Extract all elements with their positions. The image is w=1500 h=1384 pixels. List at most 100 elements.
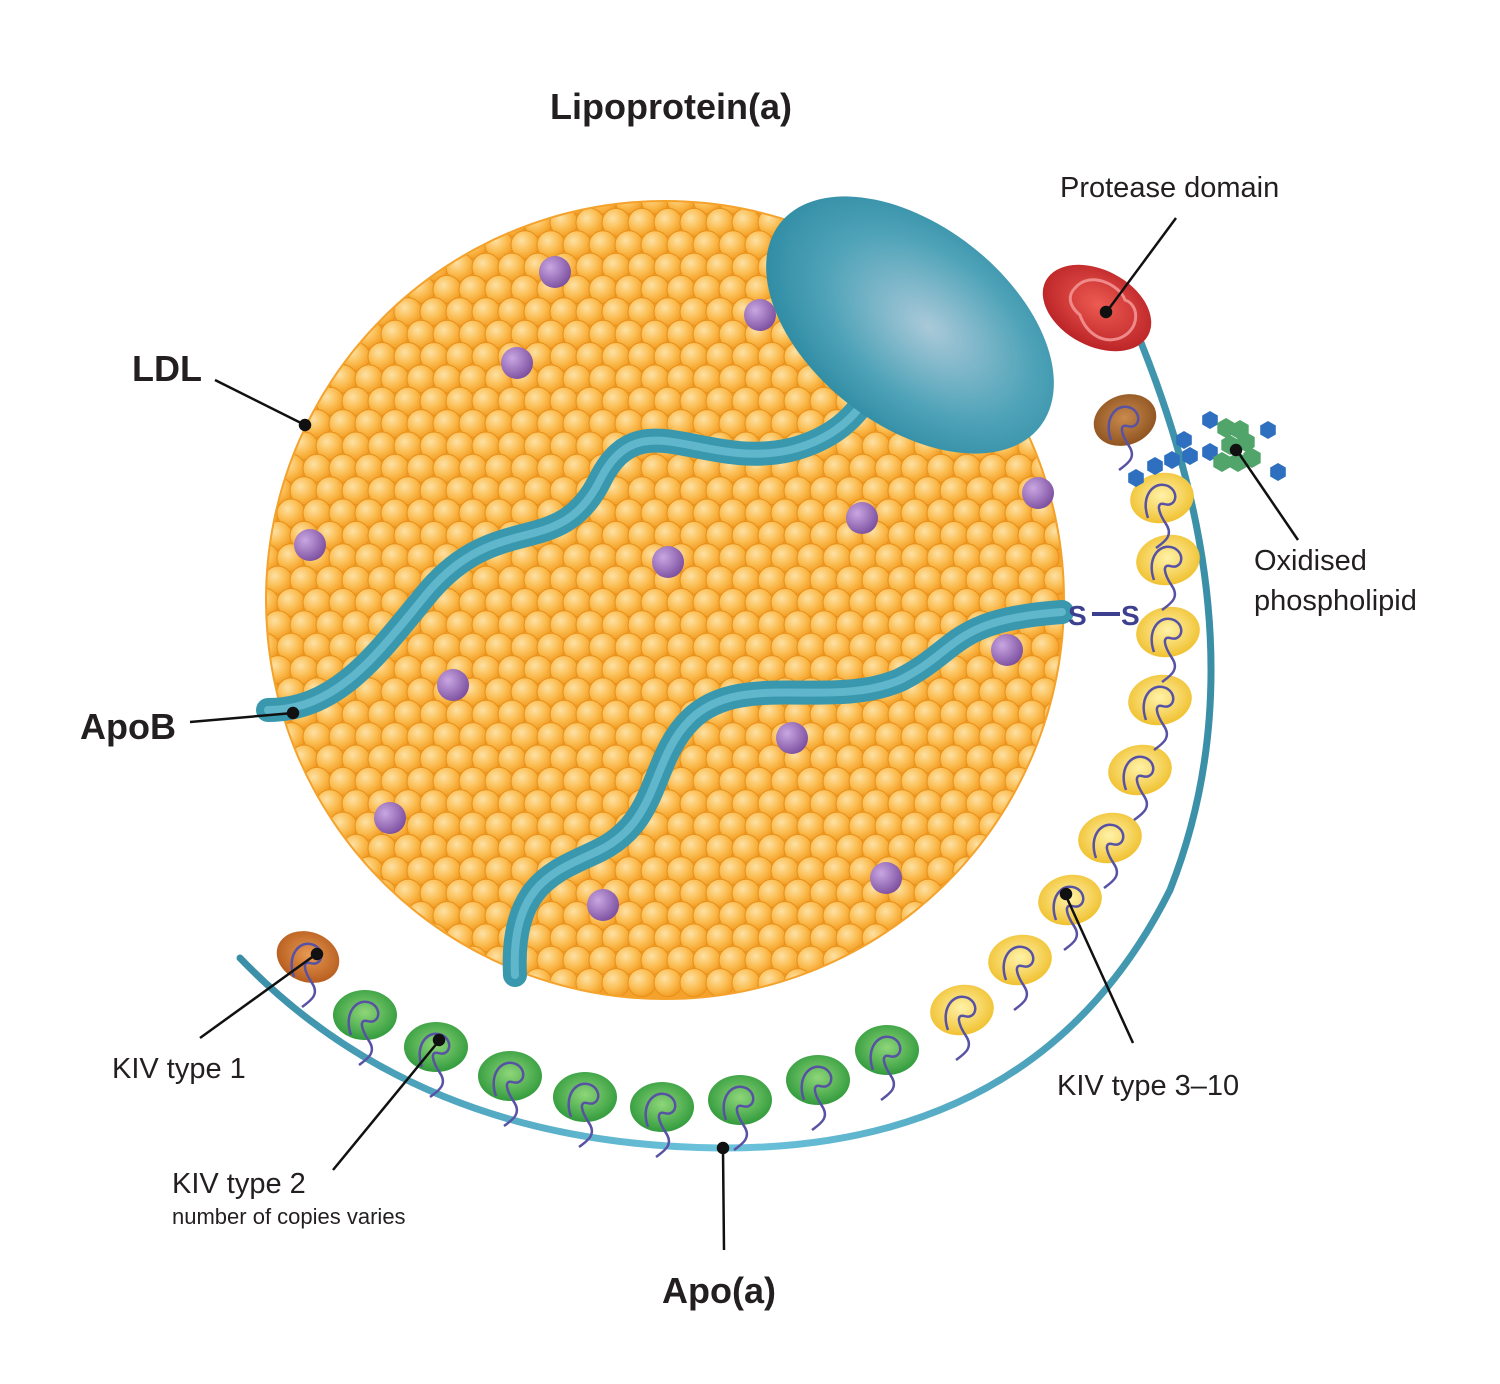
lipid-bead: [692, 202, 722, 215]
kringle-kiv2: [478, 1051, 542, 1128]
kringle-kiv3-10: [1128, 674, 1192, 752]
kringle-kiv2-linker: [869, 1035, 902, 1102]
cholesterol-dot: [870, 862, 902, 894]
kringle-kiv3-10-linker: [1092, 823, 1125, 890]
phospholipid-hexagon: [1202, 411, 1218, 429]
apob-chain-upper-highlight: [264, 326, 894, 714]
kringle-kiv2-linker: [492, 1061, 525, 1128]
lipid-bead: [679, 968, 709, 998]
kringle-kv: [1093, 394, 1157, 472]
phospholipid-hexagon: [1270, 463, 1286, 481]
apoa-ring: [236, 336, 1215, 1152]
kringle-kiv3-10: [930, 984, 994, 1062]
kringle-kiv3-10-linker: [1150, 617, 1183, 684]
diagram-title: Lipoprotein(a): [550, 86, 792, 127]
lipid-bead: [523, 968, 553, 998]
cholesterol-dot: [374, 802, 406, 834]
kringle-kiv3-10-linker: [1142, 685, 1175, 752]
lipid-bead: [939, 878, 969, 908]
cholesterol-dot: [294, 529, 326, 561]
disulfide-s-left: S: [1068, 600, 1087, 631]
label-oxidised-line1: Oxidised: [1254, 545, 1367, 577]
leader-ldl-dot: [298, 418, 312, 432]
cholesterol-dots: [294, 256, 1054, 921]
phospholipid-hexagon: [1231, 420, 1249, 440]
kringle-kv-body: [1093, 394, 1157, 446]
kringle-kiv2: [786, 1055, 850, 1132]
kringle-kiv2: [630, 1082, 694, 1159]
leader-apoa-dot: [716, 1141, 730, 1155]
lipid-bead: [1030, 632, 1060, 662]
leader-apoa: [721, 1149, 726, 1251]
leader-kiv1: [199, 953, 316, 1040]
kringle-kiv2: [404, 1022, 468, 1099]
phospholipid-hexagon: [1147, 457, 1163, 475]
leader-oxidised-dot: [1229, 443, 1243, 457]
kringle-kiv2: [333, 990, 397, 1067]
phospholipid-hexagon: [1213, 452, 1231, 472]
label-apob: ApoB: [80, 706, 176, 747]
label-protease-domain: Protease domain: [1060, 172, 1280, 204]
apob-head-domain: [766, 196, 1054, 454]
kringle-kiv3-10: [1130, 472, 1194, 550]
phospholipid-hexagon: [1260, 421, 1276, 439]
leader-oxidised: [1236, 451, 1300, 541]
kringle-kiv3-10-linker: [1150, 545, 1183, 612]
lipid-bead: [848, 945, 878, 975]
protease-domain-detail: [1068, 278, 1138, 342]
cholesterol-dot: [437, 669, 469, 701]
label-apoa: Apo(a): [662, 1270, 776, 1311]
kringle-kiv2-linker: [800, 1065, 833, 1132]
lipid-bead: [1030, 543, 1060, 573]
label-kiv-type-2: KIV type 2: [172, 1168, 306, 1200]
cholesterol-dot: [776, 722, 808, 754]
kringle-kiv3-10-linker: [1002, 945, 1035, 1012]
leader-apob: [189, 711, 294, 724]
cholesterol-dot: [1022, 477, 1054, 509]
lipid-bead: [666, 202, 696, 215]
label-oxidised-line2: phospholipid: [1254, 585, 1417, 617]
kringle-kiv2: [855, 1025, 919, 1102]
cholesterol-dot: [744, 299, 776, 331]
kringle-kiv3-10: [1038, 874, 1102, 952]
kringle-kiv2-linker: [722, 1085, 755, 1152]
cholesterol-dot: [652, 546, 684, 578]
leader-kiv2: [332, 1041, 439, 1171]
kringle-kiv1-body: [276, 931, 340, 983]
lipid-bead: [705, 968, 735, 998]
lipid-bead: [614, 202, 644, 215]
label-kiv-type-3-10: KIV type 3–10: [1057, 1070, 1240, 1102]
kringle-kiv3-10: [1108, 744, 1172, 822]
leader-ldl: [214, 378, 306, 427]
leader-kiv3-10: [1064, 895, 1135, 1044]
kringle-kiv3-10-linker: [944, 995, 977, 1062]
phospholipid-hexagon: [1128, 469, 1144, 487]
kringle-kiv3-10: [1136, 534, 1200, 612]
disulfide-s-right: S: [1121, 600, 1140, 631]
lipid-bead: [367, 878, 397, 908]
apob-protein: [256, 196, 1074, 987]
cholesterol-dot: [587, 889, 619, 921]
oxidised-phospholipid: [1128, 411, 1286, 487]
kringle-kiv2-linker: [418, 1032, 451, 1099]
cholesterol-dot: [501, 347, 533, 379]
phospholipid-hexagon: [1182, 447, 1198, 465]
kringle-kiv3-10: [988, 934, 1052, 1012]
lipid-bead: [653, 968, 683, 998]
lipid-bead: [1043, 565, 1063, 595]
lipid-bead: [640, 202, 670, 215]
kringle-kiv2-linker: [347, 1000, 380, 1067]
phospholipid-hexagon: [1176, 431, 1192, 449]
kringle-kiv3-10-linker: [1144, 483, 1177, 550]
lipid-bead: [354, 856, 384, 886]
cholesterol-dot: [539, 256, 571, 288]
kringle-kv-linker: [1107, 405, 1140, 472]
leader-kiv1-dot: [310, 947, 324, 961]
lipid-bead: [900, 901, 930, 930]
leader-protease-dot: [1099, 305, 1113, 319]
phospholipid-hexagon: [1217, 418, 1235, 438]
kringle-kiv2: [708, 1075, 772, 1152]
kringle-kiv3-10: [1136, 606, 1200, 684]
